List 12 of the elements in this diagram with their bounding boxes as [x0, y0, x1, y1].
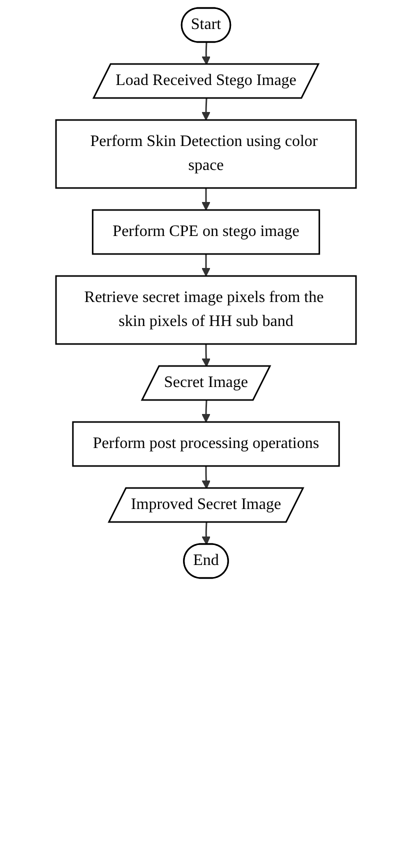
- node-box: Perform post processing operations: [72, 421, 340, 467]
- node-box: Perform CPE on stego image: [92, 209, 320, 255]
- arrow: [202, 42, 211, 65]
- arrow: [202, 344, 211, 367]
- node-box: Perform Skin Detection using color space: [55, 119, 357, 189]
- arrow: [202, 466, 211, 489]
- arrow: [202, 188, 210, 210]
- arrow: [202, 254, 210, 276]
- arrow: [202, 98, 210, 120]
- arrow: [202, 522, 211, 545]
- arrow: [202, 400, 210, 422]
- node-box: Retrieve secret image pixels from the skin pixels of HH sub band: [55, 275, 357, 345]
